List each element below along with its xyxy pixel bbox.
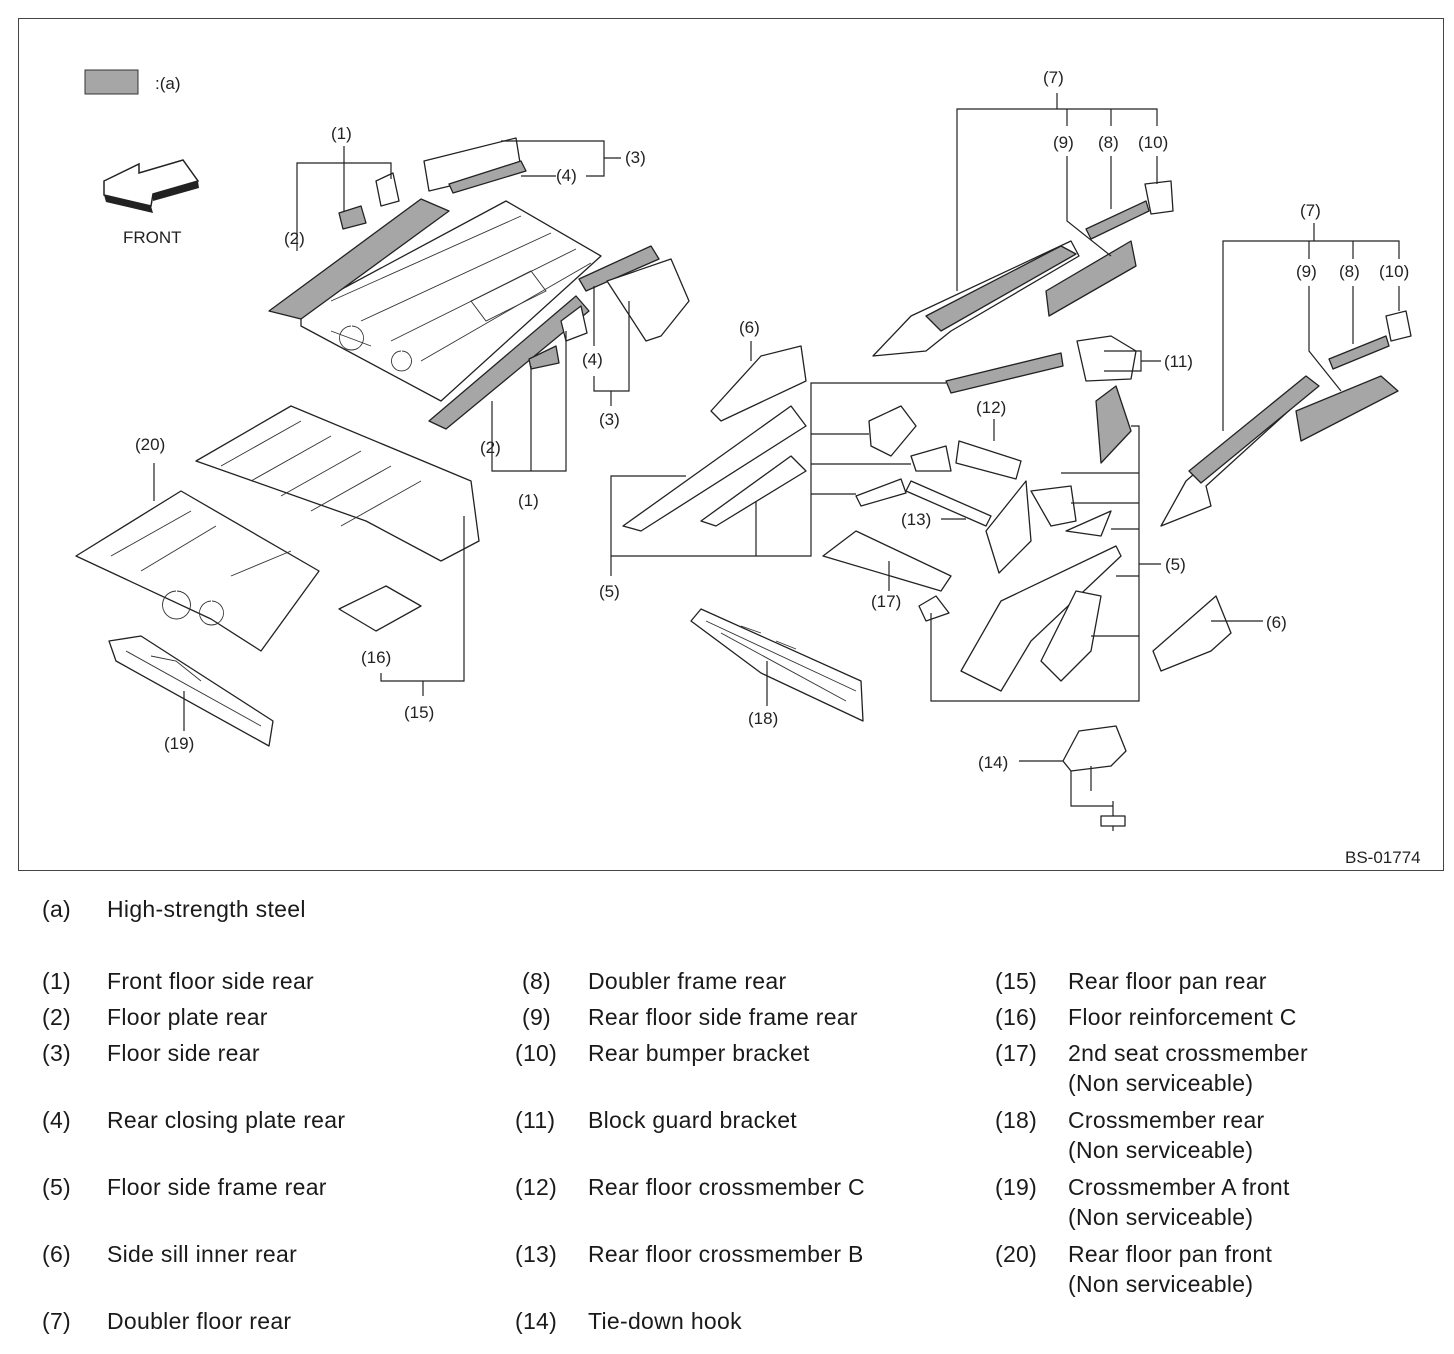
high-strength-swatch <box>84 69 139 95</box>
legend-desc-4: Rear closing plate rear <box>107 1107 346 1133</box>
upper-floor-pan-assembly <box>268 137 690 430</box>
legend-code-19: (19) <box>995 1174 1038 1200</box>
legend-desc-6: Side sill inner rear <box>107 1241 298 1267</box>
legend-code-10: (10) <box>515 1040 558 1066</box>
callout-12: (12) <box>976 398 1006 417</box>
legend-desc-13: Rear floor crossmember B <box>588 1241 864 1267</box>
legend-code-5: (5) <box>42 1174 72 1200</box>
callout-15: (15) <box>404 703 434 722</box>
callout-2-upper: (2) <box>284 229 305 248</box>
rear-frame-assembly-right <box>1160 310 1412 527</box>
callout-18: (18) <box>748 709 778 728</box>
callout-2-lower: (2) <box>480 438 501 457</box>
legend-code-6: (6) <box>42 1241 72 1267</box>
legend-code-12: (12) <box>515 1174 558 1200</box>
legend-code-18: (18) <box>995 1107 1038 1133</box>
callout-6-center: (6) <box>739 318 760 337</box>
legend-note-20: (Non serviceable) <box>1068 1271 1254 1297</box>
legend-code-8: (8) <box>522 968 552 994</box>
callout-9-upper: (9) <box>1053 133 1074 152</box>
legend-desc-19: Crossmember A front <box>1068 1174 1290 1200</box>
legend-desc-8: Doubler frame rear <box>588 968 787 994</box>
legend-desc-17: 2nd seat crossmember <box>1068 1040 1308 1066</box>
callout-1-lower: (1) <box>518 491 539 510</box>
figure-code: BS-01774 <box>1345 848 1421 867</box>
callout-17: (17) <box>871 592 901 611</box>
legend-code-9: (9) <box>522 1004 552 1030</box>
exploded-parts-diagram: :(a) FRONT <box>75 68 1421 867</box>
legend-desc-10: Rear bumper bracket <box>588 1040 810 1066</box>
legend-code-1: (1) <box>42 968 72 994</box>
legend-code-3: (3) <box>42 1040 72 1066</box>
front-label: FRONT <box>123 228 182 247</box>
callout-10-right: (10) <box>1379 262 1409 281</box>
callout-7-right: (7) <box>1300 201 1321 220</box>
callout-9-right: (9) <box>1296 262 1317 281</box>
callout-3-middle: (3) <box>599 410 620 429</box>
legend-code-11: (11) <box>515 1107 556 1133</box>
callout-16: (16) <box>361 648 391 667</box>
callout-5-right: (5) <box>1165 555 1186 574</box>
callout-8-upper: (8) <box>1098 133 1119 152</box>
callout-6-right: (6) <box>1266 613 1287 632</box>
callout-labels: (1) (2) (3) (4) (2) (1) (4) (3) (20) (16… <box>135 68 1421 867</box>
legend-note-17: (Non serviceable) <box>1068 1070 1254 1096</box>
legend-note-18: (Non serviceable) <box>1068 1137 1254 1163</box>
legend-desc-7: Doubler floor rear <box>107 1308 292 1334</box>
callout-8-right: (8) <box>1339 262 1360 281</box>
legend-desc-15: Rear floor pan rear <box>1068 968 1267 994</box>
legend-desc-1: Front floor side rear <box>107 968 314 994</box>
diagram-frame: :(a) FRONT <box>18 18 1444 871</box>
callout-10-upper: (10) <box>1138 133 1168 152</box>
callout-20: (20) <box>135 435 165 454</box>
legend-desc-18: Crossmember rear <box>1068 1107 1265 1133</box>
legend-code-20: (20) <box>995 1241 1038 1267</box>
legend-desc-20: Rear floor pan front <box>1068 1241 1273 1267</box>
legend-code-4: (4) <box>42 1107 72 1133</box>
legend-key-desc: High-strength steel <box>107 896 306 922</box>
leader-lines <box>153 93 1400 807</box>
legend-desc-16: Floor reinforcement C <box>1068 1004 1297 1030</box>
callout-19: (19) <box>164 734 194 753</box>
callout-13: (13) <box>901 510 931 529</box>
legend-code-2: (2) <box>42 1004 72 1030</box>
callout-5-center: (5) <box>599 582 620 601</box>
legend-code-15: (15) <box>995 968 1038 994</box>
lower-floor-pan-assembly <box>75 405 480 747</box>
rear-frame-assembly-upper <box>872 180 1174 357</box>
legend-code-14: (14) <box>515 1308 558 1334</box>
center-frame-assembly <box>622 345 952 722</box>
legend-desc-5: Floor side frame rear <box>107 1174 327 1200</box>
callout-7-upper: (7) <box>1043 68 1064 87</box>
legend-desc-9: Rear floor side frame rear <box>588 1004 858 1030</box>
front-arrow-icon <box>103 159 200 213</box>
tie-down-hook-icon <box>1062 725 1127 831</box>
legend-desc-11: Block guard bracket <box>588 1107 797 1133</box>
callout-14: (14) <box>978 753 1008 772</box>
legend-desc-12: Rear floor crossmember C <box>588 1174 865 1200</box>
legend-desc-2: Floor plate rear <box>107 1004 268 1030</box>
legend-key-code: (a) <box>42 896 72 922</box>
callout-4-upper: (4) <box>556 166 577 185</box>
legend-code-13: (13) <box>515 1241 558 1267</box>
legend-desc-3: Floor side rear <box>107 1040 260 1066</box>
legend-desc-14: Tie-down hook <box>588 1308 742 1334</box>
floor-plate-rear-left-shape <box>268 198 450 320</box>
callout-11: (11) <box>1164 352 1193 371</box>
callout-4-middle: (4) <box>582 350 603 369</box>
key-label: :(a) <box>155 74 181 93</box>
legend-code-7: (7) <box>42 1308 72 1334</box>
legend-code-17: (17) <box>995 1040 1038 1066</box>
callout-1-upper: (1) <box>331 124 352 143</box>
legend-code-16: (16) <box>995 1004 1038 1030</box>
callout-3-upper: (3) <box>625 148 646 167</box>
legend-note-19: (Non serviceable) <box>1068 1204 1254 1230</box>
crossmember-parts <box>855 335 1232 692</box>
